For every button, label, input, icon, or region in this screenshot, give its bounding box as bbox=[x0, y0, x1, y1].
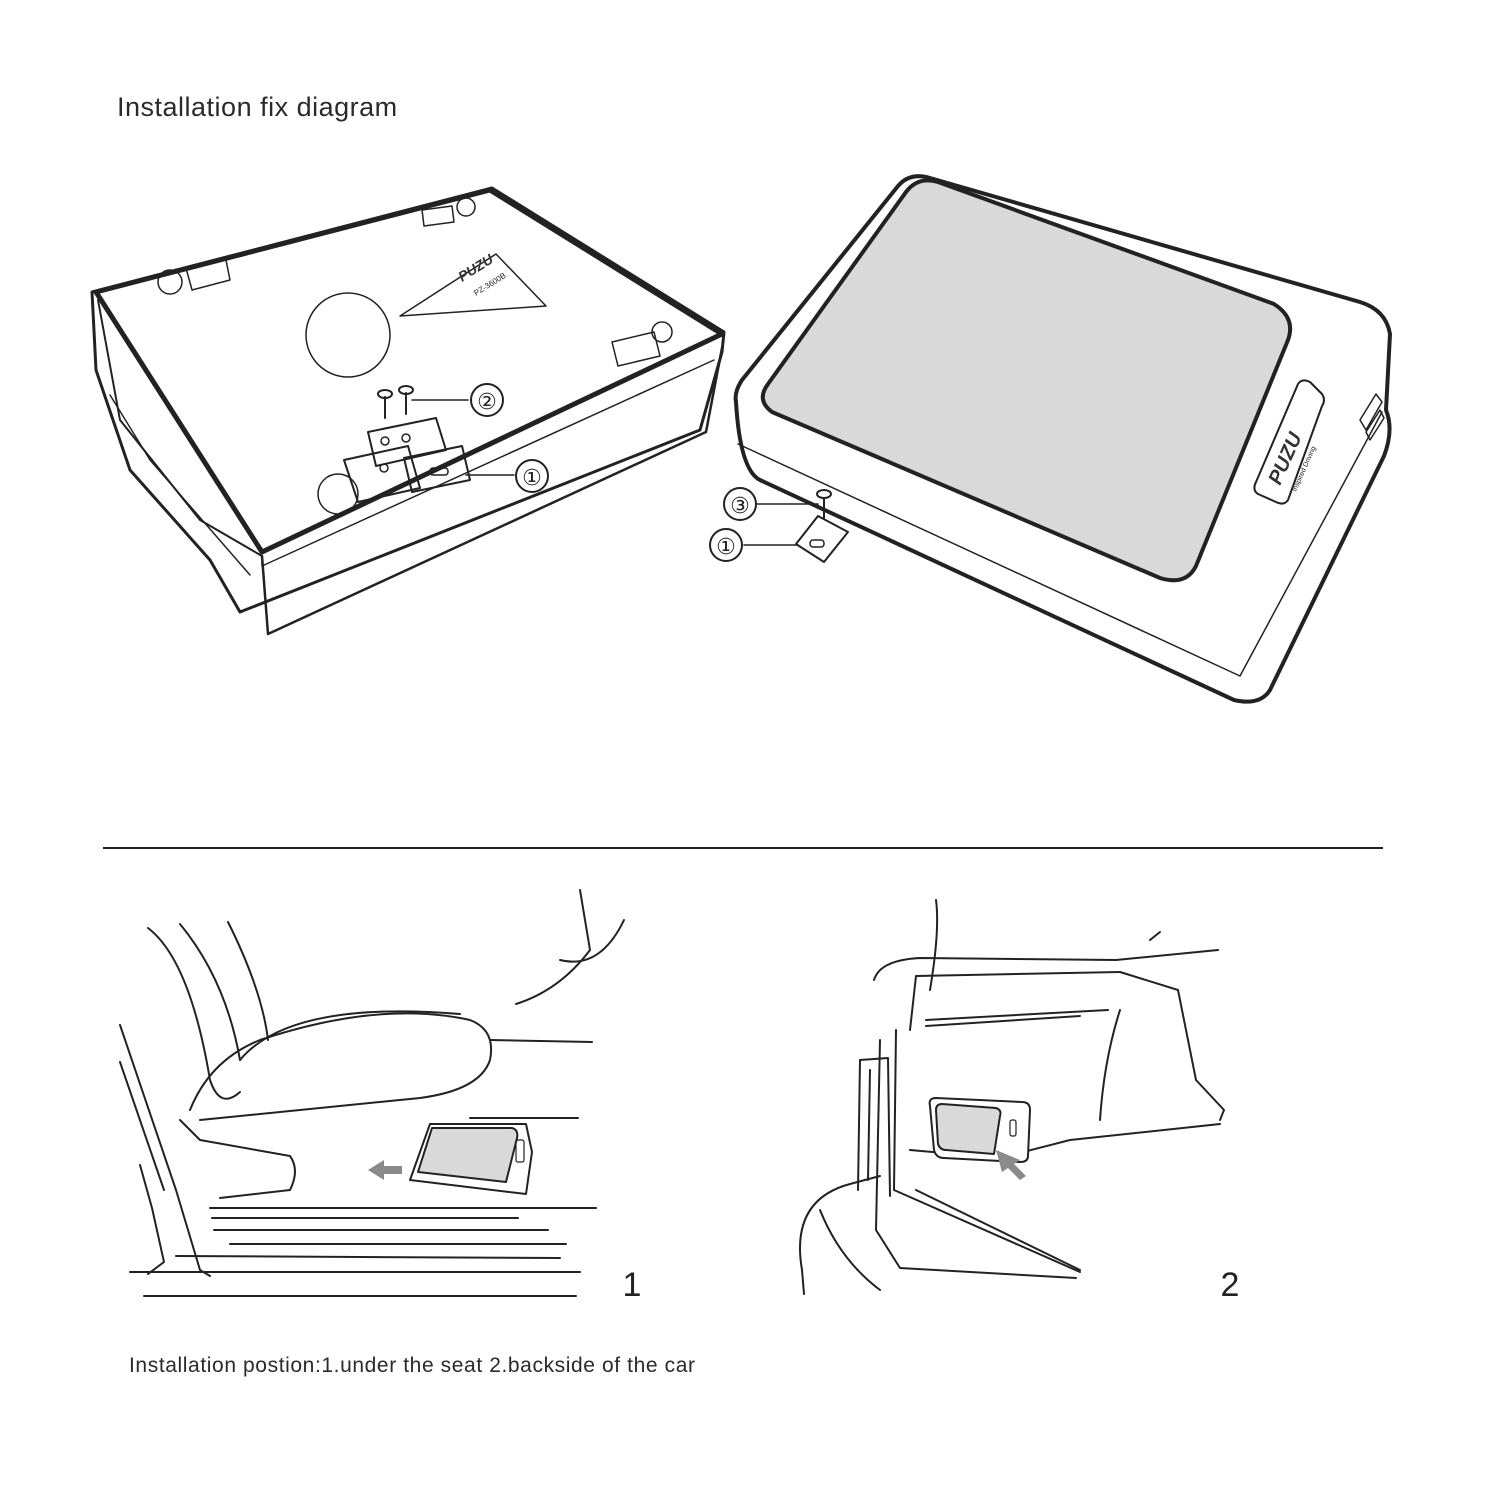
page-title: Installation fix diagram bbox=[117, 92, 398, 122]
callout-number: ① bbox=[716, 534, 736, 559]
seat-illustration bbox=[119, 889, 625, 1297]
callout-number: ② bbox=[477, 389, 497, 414]
arrow-left-icon bbox=[368, 1160, 402, 1180]
screw-icon bbox=[377, 385, 414, 419]
amplifier-bottom-view bbox=[90, 186, 726, 636]
panel-number: 1 bbox=[623, 1266, 642, 1304]
callout-number: ③ bbox=[730, 493, 750, 518]
amplifier-top-view bbox=[709, 174, 1392, 704]
trunk-illustration bbox=[799, 899, 1225, 1295]
screw-icon bbox=[816, 489, 832, 519]
arrow-up-left-icon bbox=[996, 1150, 1026, 1180]
panel-number: 2 bbox=[1221, 1266, 1240, 1304]
callout-number: ① bbox=[522, 465, 542, 490]
installation-caption: Installation postion:1.under the seat 2.… bbox=[129, 1354, 696, 1377]
